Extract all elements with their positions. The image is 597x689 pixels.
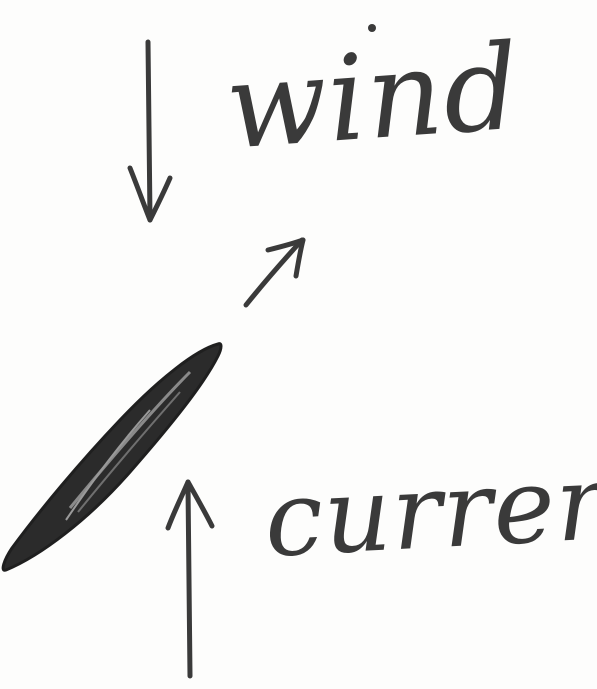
current-arrow (168, 482, 212, 676)
drift-arrow (246, 240, 303, 305)
wind-label: wind (222, 27, 524, 165)
wind-arrow (130, 42, 170, 220)
current-label: current (262, 447, 597, 572)
